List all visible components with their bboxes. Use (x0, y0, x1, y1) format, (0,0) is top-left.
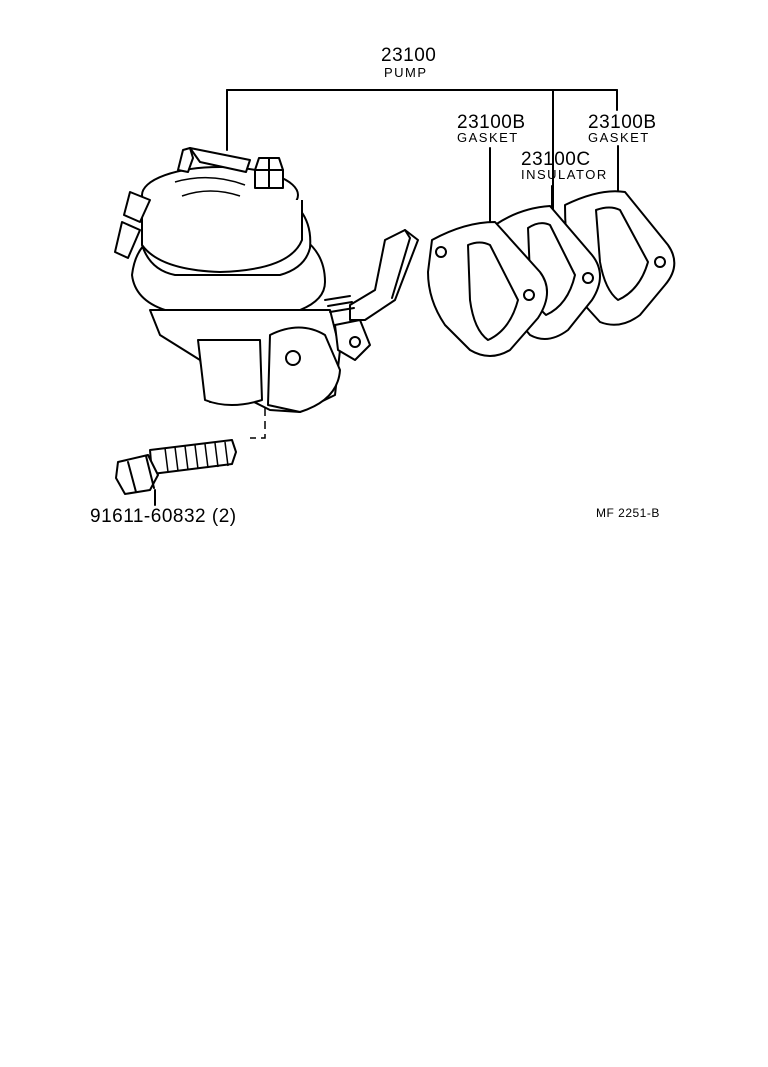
insulator-part-name: INSULATOR (521, 167, 608, 182)
gasket-rear-part-number: 23100B (588, 112, 657, 133)
gasket-front-part-number: 23100B (457, 112, 526, 133)
bolt-dashed-line (250, 395, 266, 439)
pump-part-name: PUMP (384, 65, 428, 80)
bolt-part-number: 91611-60832 (2) (90, 506, 237, 527)
insulator-part-number: 23100C (521, 149, 591, 170)
leader-lines (154, 89, 619, 506)
gasket-rear-part-name: GASKET (588, 130, 650, 145)
pump-body-drawing (114, 147, 371, 413)
pump-lever-drawing (349, 229, 419, 321)
bolt-drawing (115, 439, 237, 495)
gasket-front-part-name: GASKET (457, 130, 519, 145)
gasket-front-drawing (427, 221, 548, 357)
figure-reference: MF 2251-B (596, 506, 660, 520)
pump-part-number: 23100 (381, 45, 437, 66)
